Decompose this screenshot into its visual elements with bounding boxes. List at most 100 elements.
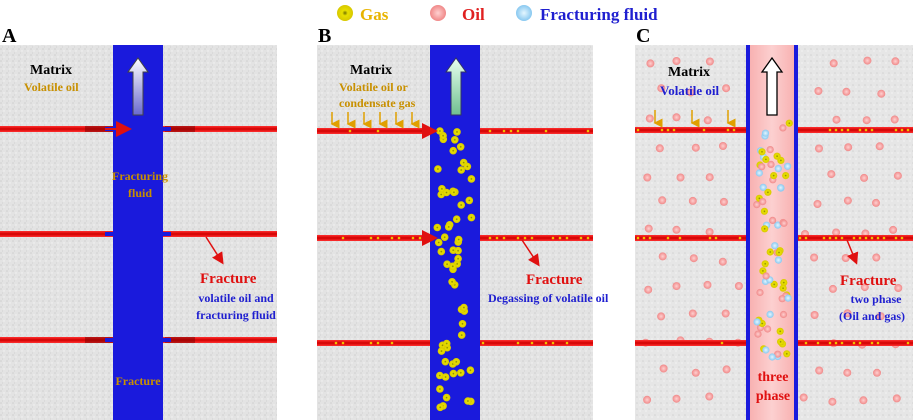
gas-bubble: [443, 260, 451, 269]
oil-droplet: [705, 392, 714, 401]
gas-speck: [376, 129, 380, 133]
gas-speck: [834, 236, 838, 240]
gas-speck: [882, 236, 886, 240]
gas-speck: [822, 236, 826, 240]
gas-speck: [586, 236, 590, 240]
gas-bubble: [434, 165, 442, 173]
gas-bubble: [437, 347, 446, 355]
phase-bubble: [760, 207, 769, 215]
gas-bubble: [442, 393, 451, 402]
gas-speck: [369, 236, 373, 240]
gas-speck: [828, 128, 832, 132]
gas-bubble: [450, 188, 458, 197]
gas-speck: [660, 128, 664, 132]
gas-speck: [828, 341, 832, 345]
gas-bubble: [436, 127, 444, 135]
oil-droplet: [832, 115, 841, 124]
gas-speck: [586, 129, 590, 133]
gas-speck: [516, 236, 520, 240]
oil-droplet: [659, 364, 668, 373]
gas-bubble: [436, 371, 444, 380]
gas-bubble: [442, 339, 451, 348]
gas-speck: [481, 341, 485, 345]
gas-speck: [488, 236, 492, 240]
oil-droplet: [815, 144, 823, 153]
panel-c-fracture-sub-1: two phase: [850, 292, 902, 306]
gas-bubble: [434, 238, 443, 247]
gas-bubble: [453, 128, 461, 136]
gas-bubble: [457, 369, 465, 377]
phase-bubble: [761, 129, 770, 137]
gas-speck: [858, 341, 862, 345]
legend-fluid-label: Fracturing fluid: [540, 5, 658, 24]
oil-droplet: [828, 397, 837, 406]
oil-droplet: [643, 395, 652, 404]
oil-droplet: [872, 253, 881, 262]
phase-bubble: [782, 172, 790, 180]
panel-b-gas-streaks: [334, 129, 590, 345]
gas-bubble: [465, 196, 474, 205]
gas-speck: [530, 236, 534, 240]
phase-bubble: [755, 169, 763, 177]
legend-oil-icon: [430, 5, 446, 21]
oil-droplet: [658, 196, 667, 205]
phase-bubble: [774, 256, 783, 264]
panel-b: B Matrix Volatile oil or condensate gas …: [317, 25, 609, 420]
panel-b-flow-arrow-icon: [445, 57, 467, 116]
oil-droplet: [657, 312, 666, 321]
gas-bubble: [464, 397, 472, 405]
panel-b-callout-arrow-icon: [521, 239, 540, 267]
panel-c: C Matrix Volatile oil Fracture two phase…: [635, 25, 913, 420]
gas-speck: [828, 236, 832, 240]
gas-bubble: [442, 188, 451, 197]
phase-bubble: [780, 279, 788, 287]
phase-bubble: [774, 350, 782, 358]
gas-speck: [876, 236, 880, 240]
oil-droplet: [893, 171, 902, 180]
gas-bubble: [467, 175, 476, 183]
panel-a-fracture-sub-2: fracturing fluid: [196, 308, 276, 322]
phase-bubble: [764, 325, 772, 333]
panel-c-inflow-arrows: [653, 110, 736, 128]
oil-droplet: [686, 88, 695, 97]
panel-a-flow-arrow-icon: [127, 57, 149, 116]
oil-droplet: [892, 394, 901, 403]
oil-droplet: [829, 59, 838, 68]
gas-speck: [579, 236, 583, 240]
gas-bubble: [448, 278, 456, 286]
gas-speck: [516, 341, 520, 345]
gas-bubble: [449, 146, 458, 155]
gas-bubble: [452, 215, 461, 223]
gas-bubble: [454, 246, 462, 255]
phase-bubble: [759, 183, 767, 191]
legend-gas-label: Gas: [360, 5, 389, 24]
panel-b-letter: B: [318, 25, 331, 47]
gas-speck: [495, 236, 499, 240]
gas-speck: [906, 128, 910, 132]
oil-droplet: [672, 57, 681, 65]
gas-speck: [551, 341, 555, 345]
oil-droplet: [875, 142, 884, 151]
phase-bubble: [753, 318, 761, 326]
oil-droplet: [643, 173, 652, 182]
oil-droplet: [810, 311, 819, 319]
gas-bubble: [449, 262, 457, 271]
gas-speck: [642, 236, 646, 240]
phase-bubble: [768, 353, 776, 361]
oil-droplet: [827, 170, 836, 179]
oil-droplet: [644, 224, 653, 233]
gas-speck: [846, 128, 850, 132]
oil-droplet: [863, 56, 872, 65]
panel-a-fracture-sub-1: volatile oil and: [198, 291, 274, 305]
legend: Gas Oil Fracturing fluid: [337, 5, 658, 24]
oil-droplet: [718, 257, 727, 266]
gas-bubble: [454, 254, 462, 263]
oil-droplet: [689, 254, 698, 263]
gas-bubble: [454, 235, 463, 244]
panel-c-matrix-sub-1: Volatile oil: [660, 83, 719, 98]
gas-bubble: [466, 366, 475, 375]
phase-bubble: [780, 219, 788, 227]
gas-bubble: [458, 320, 467, 328]
gas-speck: [636, 128, 640, 132]
gas-speck: [666, 236, 670, 240]
